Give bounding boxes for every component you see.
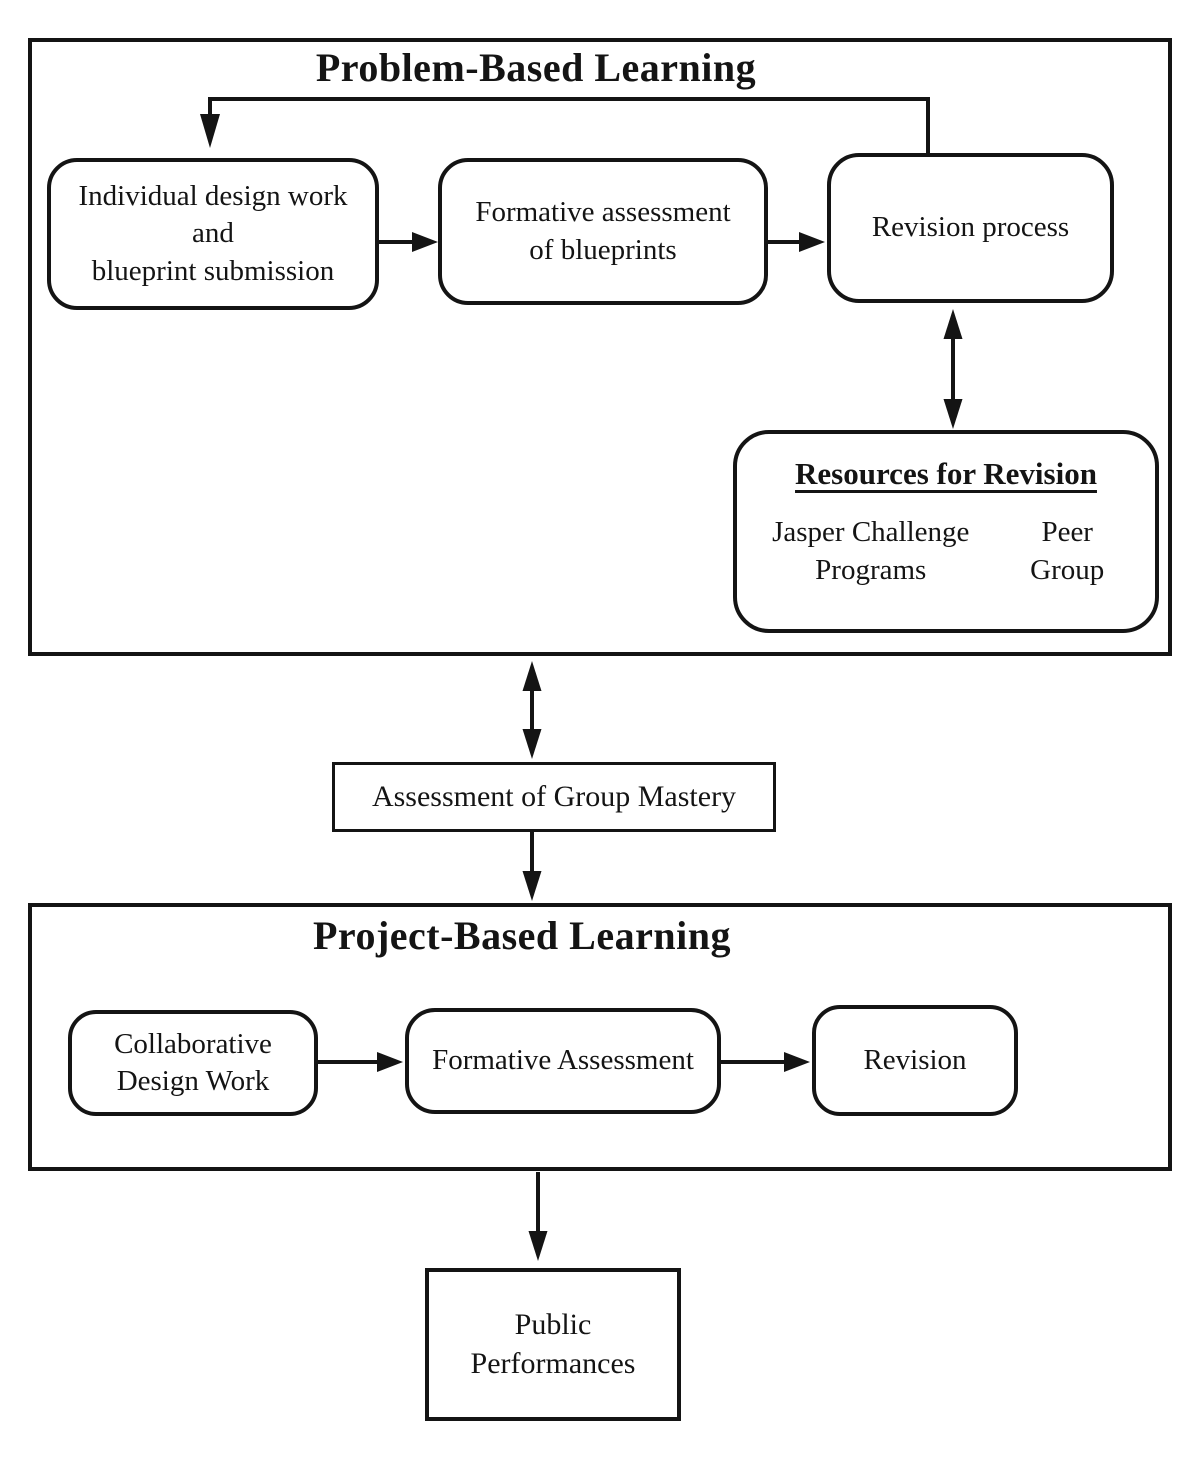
collaborative-design-work-box: Collaborative Design Work: [68, 1010, 318, 1116]
formative-assessment-box: Formative Assessment: [405, 1008, 721, 1114]
public-performances-label: Public Performances: [470, 1308, 636, 1380]
formative-assessment-blueprints-box: Formative assessment of blueprints: [438, 158, 768, 305]
individual-design-work-box: Individual design work and blueprint sub…: [47, 158, 379, 310]
peer-group-label: Peer Group: [1030, 516, 1105, 586]
resources-for-revision-box: Resources for Revision Jasper Challenge …: [733, 430, 1159, 633]
public-performances-box: Public Performances: [425, 1268, 681, 1421]
arrow-assessment-to-pjbl: [522, 832, 542, 901]
project-based-learning-title: Project-Based Learning: [313, 913, 731, 958]
collaborative-design-work-label: Collaborative Design Work: [114, 1027, 272, 1097]
formative-assessment-blueprints-label: Formative assessment of blueprints: [475, 196, 731, 266]
revision-label: Revision: [863, 1043, 967, 1076]
resources-for-revision-title: Resources for Revision: [795, 456, 1097, 491]
formative-assessment-label: Formative Assessment: [432, 1044, 694, 1077]
arrow-pjbl-to-public: [528, 1172, 548, 1261]
assessment-of-group-mastery-label: Assessment of Group Mastery: [371, 779, 737, 813]
project-based-learning-section: [28, 903, 1172, 1171]
revision-process-label: Revision process: [871, 211, 1070, 244]
individual-design-work-label: Individual design work and blueprint sub…: [78, 180, 348, 287]
problem-based-learning-section: [28, 38, 1172, 656]
jasper-challenge-programs-label: Jasper Challenge Programs: [772, 516, 970, 586]
revision-box: Revision: [812, 1005, 1018, 1116]
assessment-of-group-mastery-box: Assessment of Group Mastery: [332, 762, 776, 832]
revision-process-box: Revision process: [827, 153, 1114, 303]
problem-based-learning-title: Problem-Based Learning: [315, 45, 757, 90]
double-arrow-pbl-assessment: [522, 661, 542, 759]
